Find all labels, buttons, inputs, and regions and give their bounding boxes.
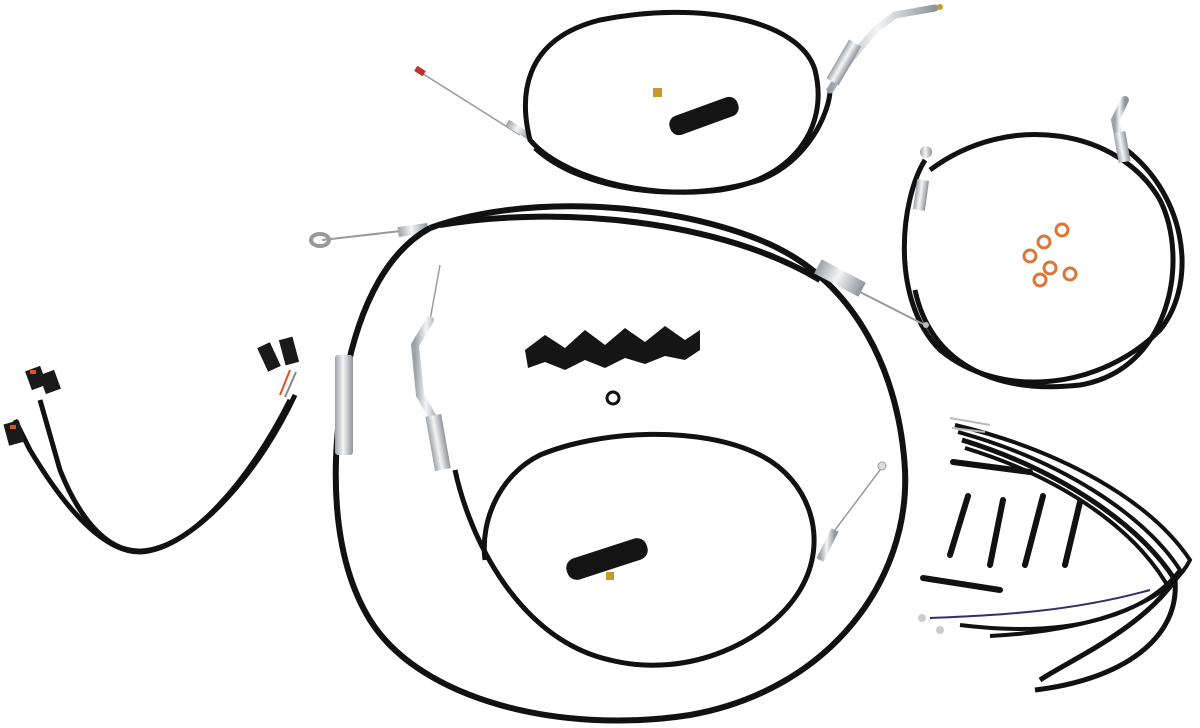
grip-sleeve-bottom [566, 538, 648, 580]
o-ring [605, 390, 621, 406]
clutch-cable-main [309, 203, 929, 724]
brass-fitting-top [653, 88, 662, 97]
grip-sleeve-top [669, 96, 739, 136]
rubber-boot [525, 326, 700, 370]
wire-extension-bundle [918, 417, 1193, 693]
throttle-cable-lower [410, 264, 887, 668]
heat-shrink-tubes [920, 459, 1083, 593]
brass-fitting-bottom [606, 572, 614, 580]
brake-line-right [901, 96, 1185, 390]
crush-washers [1022, 222, 1078, 288]
wiring-harness-left [3, 336, 300, 555]
throttle-cable-upper [414, 4, 943, 195]
